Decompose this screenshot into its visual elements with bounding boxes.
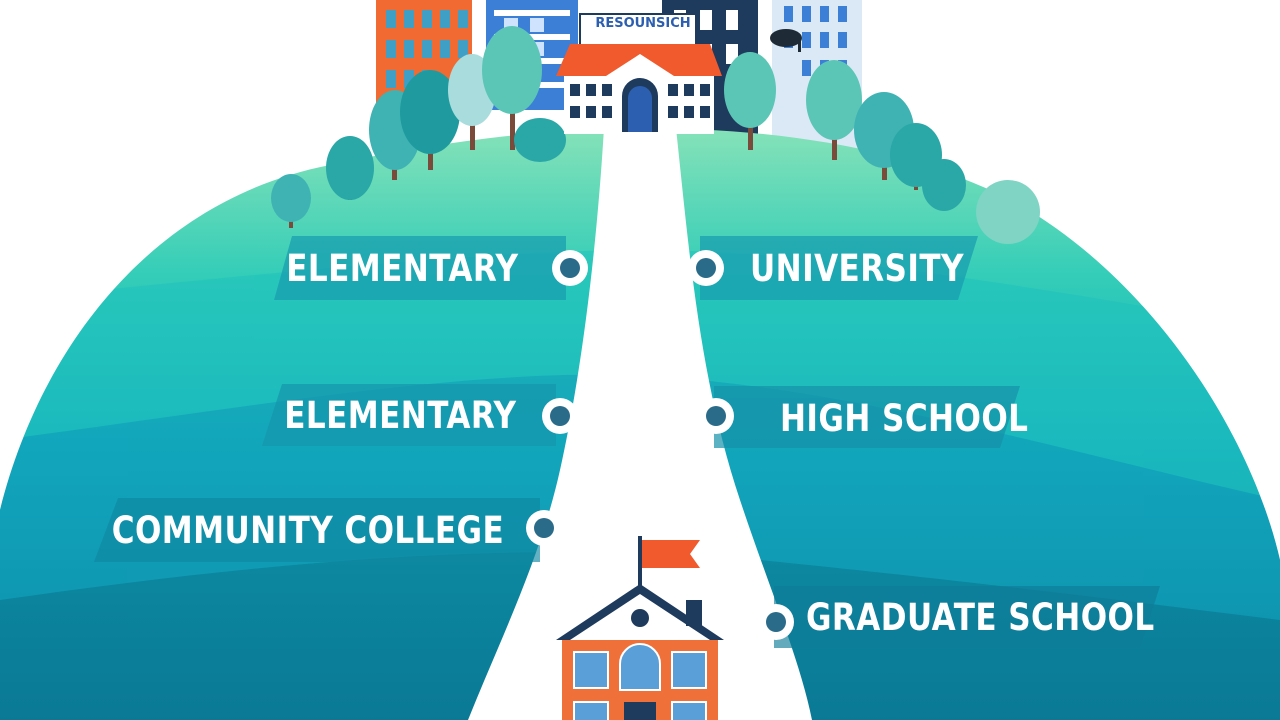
label-tab-community-college [94, 498, 540, 562]
stage-label-university: UNIVERSITY [750, 246, 964, 290]
label-tab-high-school [714, 386, 1020, 448]
node-high-school [698, 398, 734, 434]
tree-icon [806, 60, 862, 160]
node-community-college [526, 510, 562, 546]
tree-icon [724, 52, 776, 150]
label-tab-elementary-top [274, 236, 566, 300]
tree-icon [326, 136, 374, 200]
node-elementary-top [552, 250, 588, 286]
stage-label-high-school: HIGH SCHOOL [780, 396, 1029, 440]
path-nodes [526, 250, 794, 640]
school-building-icon [556, 13, 722, 134]
label-tab-graduate-school [774, 586, 1160, 648]
node-graduate-school [758, 604, 794, 640]
flag-icon [642, 540, 700, 568]
tree-icon [400, 70, 460, 170]
stage-label-graduate-school: GRADUATE SCHOOL [806, 595, 1155, 639]
graduation-cap-icon [770, 29, 802, 52]
tree-icon [271, 174, 311, 228]
tree-icon [976, 180, 1040, 244]
stage-label-community-college: COMMUNITY COLLEGE [111, 508, 504, 552]
campus-sign: RESOUNSICH [595, 16, 691, 31]
label-tab-university [700, 236, 978, 300]
tree-icon [922, 159, 966, 211]
stage-label-elementary-mid: ELEMENTARY [283, 393, 516, 437]
education-path [468, 128, 812, 720]
node-elementary-mid [542, 398, 578, 434]
schoolhouse-icon [556, 536, 724, 720]
label-tab-elementary-mid [262, 384, 556, 446]
tree-icon [514, 118, 566, 162]
stage-label-elementary-top: ELEMENTARY [285, 246, 518, 290]
tree-icon [482, 26, 542, 150]
label-tabs [94, 236, 1160, 648]
node-university [688, 250, 724, 286]
trees [271, 26, 1040, 244]
